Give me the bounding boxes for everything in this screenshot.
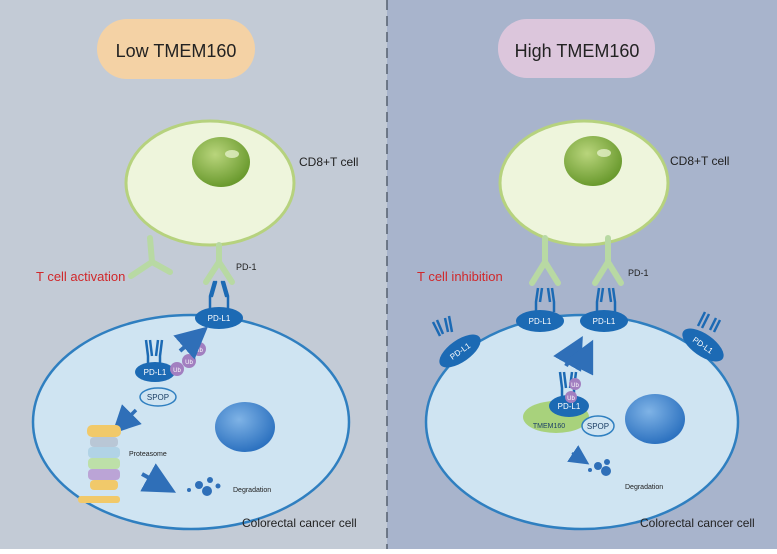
pdl1-label-right-1: PD-L1 [529, 317, 552, 326]
arrow-to-degradation-right [567, 445, 590, 465]
pdl1-internal-antibody-left [144, 339, 164, 364]
pdl1-surface-left [195, 307, 243, 329]
spop-label-right: SPOP [587, 422, 609, 431]
cancer-nucleus-left [215, 402, 275, 452]
pd1-label-right: PD-1 [628, 268, 649, 278]
spop-label-left: SPOP [147, 393, 169, 402]
pdl1-internal-label-left: PD-L1 [144, 368, 167, 377]
cancer-cell-label-left: Colorectal cancer cell [242, 516, 357, 530]
pdl1-antibody-left [208, 280, 230, 314]
pdl1-label-right-2: PD-L1 [593, 317, 616, 326]
ub-1-left [170, 362, 184, 376]
arrow-to-degradation-left [140, 463, 177, 493]
t-cell-nucleus-right [564, 136, 622, 186]
pdl1-surface-label-left: PD-L1 [208, 314, 231, 323]
high-tmem160-pill [498, 19, 655, 78]
pd1-receptor-right-1 [529, 235, 561, 286]
spop-right [581, 415, 615, 437]
pdl1-surface-right-4 [682, 328, 724, 362]
status-t-cell-activation: T cell activation [36, 269, 125, 284]
status-t-cell-inhibition: T cell inhibition [417, 269, 503, 284]
pd1-receptor-right-2 [592, 235, 624, 286]
degradation-label-left: Degradation [233, 487, 271, 494]
transport-arrow-right-2 [564, 339, 594, 376]
pdl1-internal-left [135, 362, 175, 382]
ub-label-1-left: Ub [173, 368, 181, 374]
pdl1-antibodies-right [431, 287, 722, 337]
ub-label-2-left: Ub [185, 360, 193, 366]
pdl1-surface-right-1 [516, 310, 564, 332]
cancer-cell-label-right: Colorectal cancer cell [640, 516, 755, 530]
nucleus-highlight [225, 150, 239, 158]
pd1-receptor-unbound [128, 235, 173, 279]
spop-left [139, 387, 177, 407]
pdl1-surface-right-2 [580, 310, 628, 332]
pd1-label-left: PD-1 [236, 262, 257, 272]
tmem160-label: TMEM160 [533, 423, 565, 430]
degradation-fragments-left [187, 477, 221, 496]
cancer-nucleus-right [625, 394, 685, 444]
degradation-fragments-right [588, 459, 611, 476]
high-tmem160-title: High TMEM160 [515, 41, 640, 61]
ub-1-right [569, 378, 581, 390]
pdl1-internal-right [549, 395, 589, 417]
low-tmem160-pill [97, 19, 255, 79]
low-tmem160-title: Low TMEM160 [116, 41, 237, 61]
ub-label-2-right: Ub [567, 396, 575, 402]
transport-arrow-left [173, 326, 209, 360]
t-cell-nucleus-left [192, 137, 250, 187]
cd8-t-cell-label-left: CD8+T cell [299, 155, 358, 169]
degradation-label-right: Degradation [625, 484, 663, 491]
ub-label-1-right: Ub [571, 383, 579, 389]
ub-2-right [565, 391, 577, 403]
cd8-t-cell-label-right: CD8+T cell [670, 154, 729, 168]
arrow-to-proteasome [112, 404, 142, 434]
pd1-receptor-left [203, 242, 235, 285]
proteasome-label: Proteasome [129, 451, 167, 458]
pdl1-surface-right-3 [439, 334, 481, 368]
nucleus-highlight-right [597, 149, 611, 157]
ub-label-3-left: Ub [195, 348, 203, 354]
proteasome-icon [78, 425, 121, 503]
pdl1-internal-label-right: PD-L1 [558, 402, 581, 411]
